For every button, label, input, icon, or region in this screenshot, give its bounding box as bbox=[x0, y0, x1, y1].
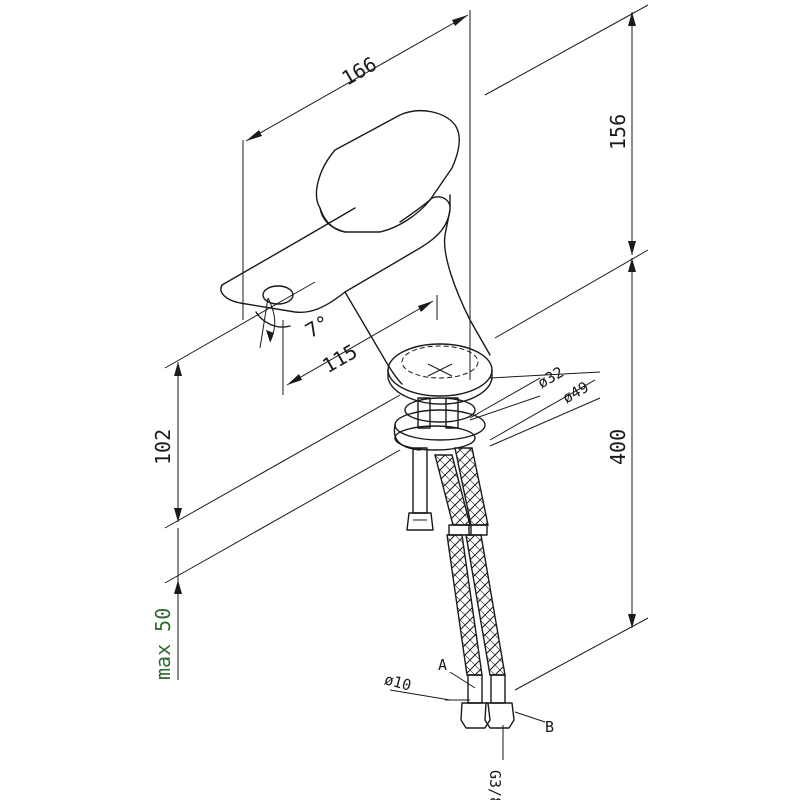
thread-label: G3/8 bbox=[486, 770, 504, 800]
dim-d49-label: ø49 bbox=[559, 378, 591, 407]
dim-d32-label: ø32 bbox=[534, 363, 566, 392]
dim-angle-label: 7° bbox=[301, 310, 334, 343]
dim-156-label: 156 bbox=[606, 114, 630, 150]
dim-d10-label: ø10 bbox=[382, 670, 413, 694]
connector-a-label: A bbox=[438, 656, 447, 674]
angle-marker bbox=[259, 297, 276, 349]
dim-max50-label: max 50 bbox=[151, 608, 175, 680]
dim-115-label: 115 bbox=[318, 339, 361, 378]
mounting-assembly bbox=[393, 397, 486, 531]
faucet-base bbox=[387, 343, 493, 405]
dim-102-label: 102 bbox=[151, 429, 175, 465]
dim-166-label: 166 bbox=[338, 52, 381, 91]
lever-handle bbox=[315, 110, 460, 233]
faucet-body bbox=[220, 194, 491, 385]
dimension-lines bbox=[164, 4, 649, 760]
connector-b-label: B bbox=[545, 718, 554, 736]
flexible-hoses bbox=[434, 447, 515, 729]
dim-400-label: 400 bbox=[606, 429, 630, 465]
